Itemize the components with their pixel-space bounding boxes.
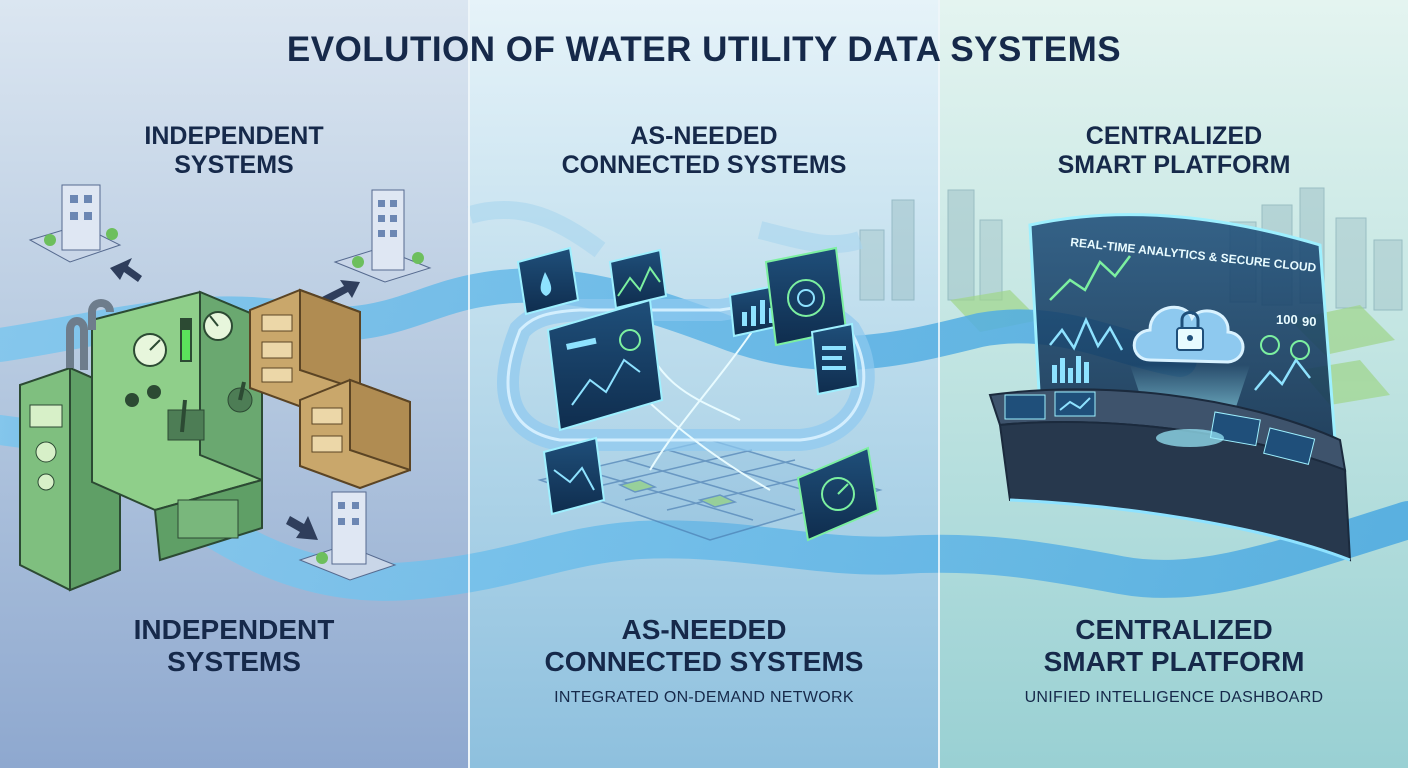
data-screen: [542, 436, 606, 516]
building-icon: [298, 491, 397, 581]
panel-1-heading-top: INDEPENDENT SYSTEMS: [144, 122, 324, 179]
building-icon: [28, 184, 122, 263]
arrow-icon: [110, 258, 360, 540]
water-stream-lower: [181, 501, 1408, 601]
legacy-control-console: [19, 290, 263, 592]
analytics-line-chart: [1049, 255, 1131, 301]
network-grid: [537, 439, 883, 541]
panel-2-heading-bottom: AS-NEEDED CONNECTED SYSTEMS: [544, 614, 864, 678]
panel-2-caption: INTEGRATED ON-DEMAND NETWORK: [554, 689, 854, 706]
cloud-lock-icon: [1132, 305, 1245, 364]
data-screen: [796, 446, 880, 542]
panel-3-caption: UNIFIED INTELLIGENCE DASHBOARD: [1024, 689, 1324, 706]
control-desk: [988, 388, 1352, 562]
analytics-wave-chart: [1049, 316, 1124, 351]
data-screen: [810, 322, 860, 396]
page-title: EVOLUTION OF WATER UTILITY DATA SYSTEMS: [286, 30, 1122, 69]
panel-3-heading-bottom: CENTRALIZED SMART PLATFORM: [1043, 614, 1305, 678]
building-icon: [333, 189, 432, 283]
data-screen: [608, 248, 668, 310]
panel-2-heading-top: AS-NEEDED CONNECTED SYSTEMS: [561, 122, 847, 179]
data-screen: [516, 246, 580, 316]
panel-1-heading-bottom: INDEPENDENT SYSTEMS: [133, 614, 335, 678]
panel-3-heading-top: CENTRALIZED SMART PLATFORM: [1057, 122, 1291, 179]
pipe-loop: [497, 293, 875, 491]
pipe-segment: [467, 200, 863, 258]
data-screen: [546, 298, 664, 432]
panel-divider: [938, 0, 940, 768]
panel-divider: [468, 0, 470, 768]
filing-cabinet-icon: [249, 288, 411, 490]
